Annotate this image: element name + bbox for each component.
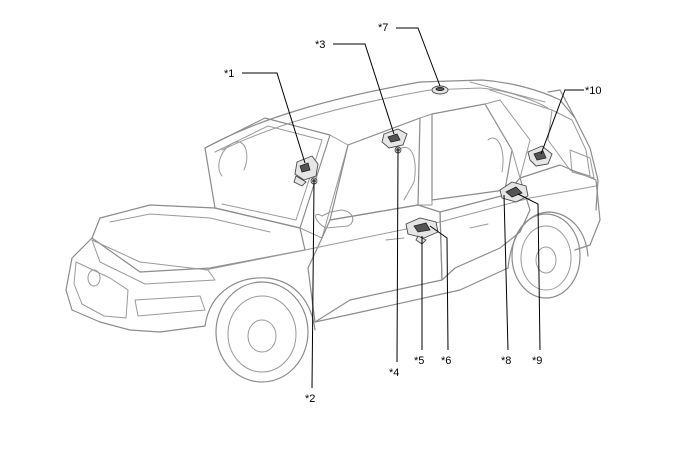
roof-inner-line xyxy=(221,87,549,151)
component-7 xyxy=(431,85,449,95)
c-pillar xyxy=(484,99,531,179)
body-character-line xyxy=(204,185,597,271)
callout-8: *8 xyxy=(501,355,511,367)
callout-5: *5 xyxy=(414,355,424,367)
front-wheel-rim xyxy=(227,295,297,373)
callout-4: *4 xyxy=(389,367,399,379)
roof-outline xyxy=(204,79,576,149)
hood xyxy=(91,204,306,273)
callout-7: *7 xyxy=(378,22,388,34)
leader-3 xyxy=(333,43,395,135)
leader-10 xyxy=(540,89,584,155)
steering-wheel xyxy=(218,141,248,177)
tail-light xyxy=(569,149,595,179)
side-mirror xyxy=(315,209,354,229)
callout-2: *2 xyxy=(305,393,315,405)
rear-wheel-rim xyxy=(520,225,572,291)
callout-3: *3 xyxy=(315,39,325,51)
rear-side-window xyxy=(431,103,513,201)
rear-glass xyxy=(547,109,591,177)
callout-1: *1 xyxy=(224,68,234,80)
leader-8 xyxy=(503,194,509,351)
component-8-9 xyxy=(499,181,529,203)
leader-4 xyxy=(396,151,399,363)
component-3 xyxy=(381,128,408,149)
fog-light-area xyxy=(134,295,206,317)
windshield-inner xyxy=(214,125,323,221)
rear-wheel xyxy=(511,213,581,299)
leader-lines xyxy=(242,27,584,389)
leader-9 xyxy=(517,193,541,351)
callout-9: *9 xyxy=(532,355,542,367)
rocker-panel xyxy=(314,267,509,323)
leader-7 xyxy=(396,27,441,87)
rear-spoiler xyxy=(547,89,599,211)
front-fascia xyxy=(65,237,206,333)
rear-seat xyxy=(487,137,504,173)
spindle-grille xyxy=(73,261,129,319)
component-1 xyxy=(293,155,319,187)
leader-2 xyxy=(311,182,315,389)
roof-rail xyxy=(469,81,553,111)
rear-quarter xyxy=(519,164,601,251)
emblem xyxy=(87,269,101,287)
callout-6: *6 xyxy=(441,355,451,367)
rear-wheel-hub xyxy=(535,246,557,274)
front-seat xyxy=(397,147,416,201)
callout-10: *10 xyxy=(585,85,602,97)
front-wheel-arch xyxy=(204,277,316,331)
rear-wheel-arch xyxy=(507,211,589,269)
front-wheel-hub xyxy=(247,319,277,353)
component-5-6 xyxy=(405,217,439,245)
a-pillar xyxy=(299,134,349,239)
headlight xyxy=(91,239,216,285)
callout-labels: *1 *2 *3 *4 *5 *6 *7 *8 *9 *10 xyxy=(224,22,602,405)
component-10 xyxy=(527,145,553,167)
rear-door-handle xyxy=(469,223,489,229)
front-door-handle xyxy=(385,237,405,241)
leader-1 xyxy=(242,72,306,164)
leader-6 xyxy=(429,225,449,351)
vehicle-outline xyxy=(65,79,601,383)
hood-crease xyxy=(109,213,271,233)
front-wheel xyxy=(215,281,309,383)
